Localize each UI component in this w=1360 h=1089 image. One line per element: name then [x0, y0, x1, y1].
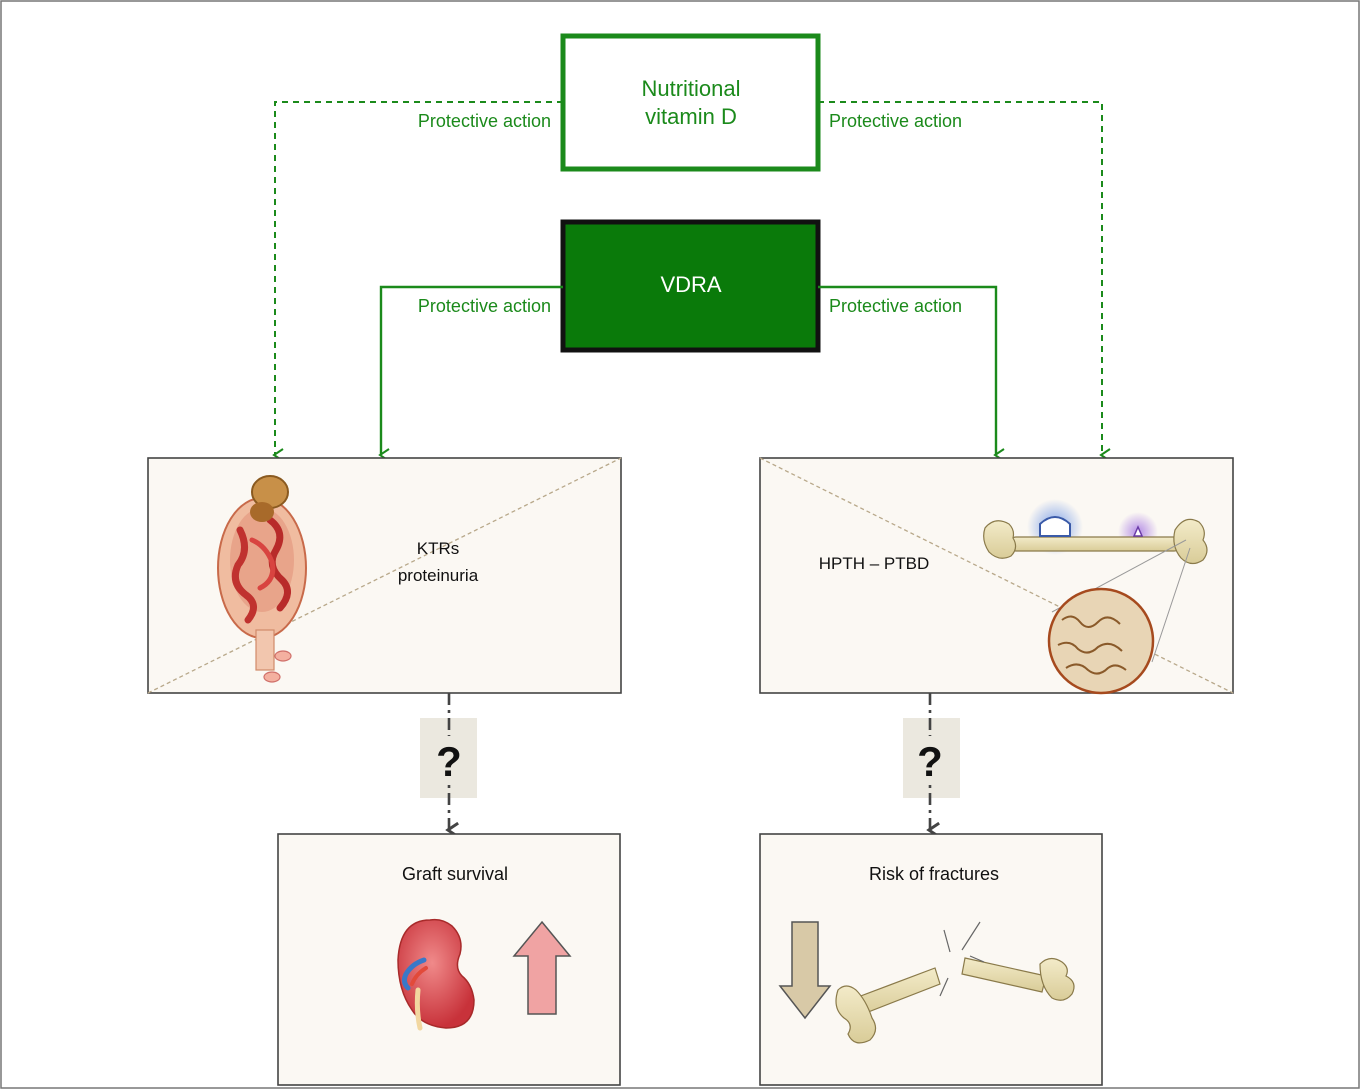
bone-panel: HPTH – PTBD [759, 457, 1234, 695]
nd-right-edge-label: Protective action [829, 111, 962, 131]
nd-right-dashed-arrow [818, 101, 1111, 462]
vdra-left-arrow [378, 285, 563, 462]
nutritional-vd-line1: Nutritional [641, 76, 740, 101]
vdra-label: VDRA [660, 272, 721, 297]
kidney-panel: KTRs proteinuria [147, 457, 622, 694]
nd-left-dashed-arrow [272, 101, 563, 462]
risk-of-fractures-box: Risk of fractures [759, 833, 1103, 1086]
uncertainty-left: ? [420, 693, 477, 830]
graft-survival-box: Graft survival [277, 833, 621, 1086]
decrease-arrow-icon [778, 921, 832, 1020]
fractured-bone-icon [835, 921, 1075, 1044]
kidney-panel-label-line2: proteinuria [398, 566, 479, 585]
question-mark-left: ? [436, 738, 462, 785]
nd-left-edge-label: Protective action [418, 111, 551, 131]
kidney-icon [397, 918, 475, 1031]
graft-survival-title: Graft survival [402, 864, 508, 884]
nutritional-vd-line2: vitamin D [645, 104, 737, 129]
uncertainty-right: ? [903, 693, 960, 830]
bone-panel-label: HPTH – PTBD [819, 554, 930, 573]
increase-arrow-icon [512, 920, 572, 1015]
femur-illustration [983, 499, 1208, 695]
vdra-left-edge-label: Protective action [418, 296, 551, 316]
risk-of-fractures-title: Risk of fractures [869, 864, 999, 884]
glomerulus-illustration [217, 475, 307, 683]
vdra-right-arrow [818, 285, 1005, 462]
question-mark-right: ? [917, 738, 943, 785]
vdra-right-edge-label: Protective action [829, 296, 962, 316]
vdra-box: VDRA [560, 219, 821, 353]
nutritional-vitamin-d-box: Nutritional vitamin D [560, 33, 821, 172]
kidney-panel-label-line1: KTRs [417, 539, 460, 558]
